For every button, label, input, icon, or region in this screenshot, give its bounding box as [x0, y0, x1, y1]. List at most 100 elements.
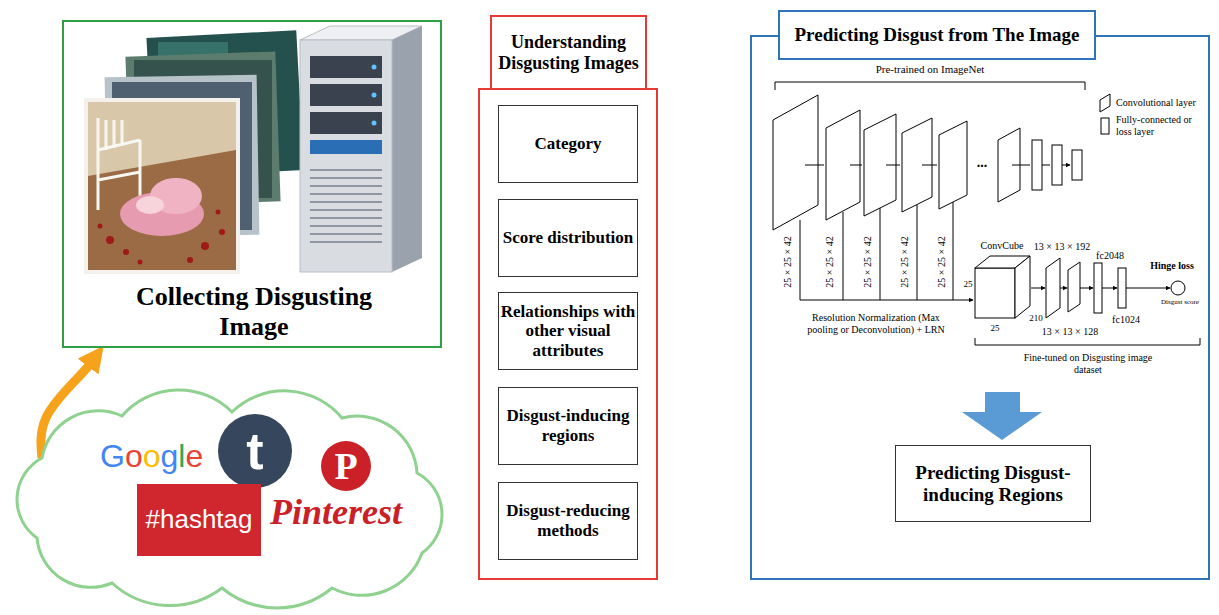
cube-arrow: [1031, 288, 1045, 289]
normalization-arrow: [953, 300, 973, 301]
logo-letter: g: [160, 438, 178, 474]
pinterest-logo-outline: [320, 440, 372, 492]
server-vents: [310, 170, 382, 242]
node-text: Disgust-reducing methods: [500, 501, 636, 540]
fc-layer: [1094, 263, 1102, 313]
dimension-label: 25: [964, 279, 973, 290]
legend-conv-icon: [1100, 94, 1110, 112]
output-label: Disgust score: [1161, 298, 1199, 306]
layer-arrows: [805, 165, 1070, 166]
photo-frame: [84, 98, 240, 274]
collect-panel: Collecting Disgusting Image: [62, 20, 442, 348]
dimension-label: 25 × 25 × 42: [899, 236, 911, 287]
photo-floor: [88, 102, 236, 270]
legend-entry: Convolutional layer: [1116, 97, 1196, 109]
score-node: [1171, 281, 1185, 295]
layer-arrow: [1126, 288, 1170, 289]
dimension-label: 13 × 13 × 128: [1042, 326, 1098, 338]
topic-box: Relationships with other visual attribut…: [498, 292, 638, 370]
source-cloud-outline: [12, 388, 442, 610]
logo-letter: e: [185, 438, 203, 474]
node-text: Category: [534, 134, 601, 154]
server-bay: [310, 84, 382, 106]
pinterest-logo: P: [320, 440, 372, 492]
node-text: P: [334, 447, 357, 485]
fc-layer: [1052, 145, 1062, 185]
node-text: Predicting Disgust-inducing Regions: [897, 462, 1089, 506]
cloud-outline: [17, 390, 442, 608]
bracket-label: Fine-tuned on Disgusting image dataset: [1013, 352, 1163, 376]
dimension-label: 210: [1029, 313, 1043, 324]
panel-heading: Predicting Disgust from The Image: [778, 10, 1096, 60]
conv-layer: [1068, 262, 1080, 312]
step-note: Resolution Normalization (Max pooling or…: [796, 312, 956, 336]
understanding-panel: Understanding Disgusting ImagesCategoryS…: [478, 88, 658, 580]
dimension-label: 25 × 25 × 42: [824, 236, 836, 287]
photo-spot: [138, 260, 143, 265]
node-text: Disgust-inducing regions: [500, 406, 636, 445]
server-bay: [310, 56, 382, 78]
logo-letter: l: [178, 438, 185, 474]
node-text: #hashtag: [146, 505, 253, 535]
prediction-panel: Predicting Disgust from The ImagePredict…: [750, 35, 1210, 580]
server-led: [372, 121, 377, 126]
photo-spot: [106, 236, 114, 244]
layer-arrow: [1102, 288, 1117, 289]
server-led: [372, 93, 377, 98]
server-led: [372, 65, 377, 70]
bracket-label: Pre-trained on ImageNet: [876, 63, 985, 76]
logo-letter: o: [143, 438, 161, 474]
photo-stack: [84, 30, 304, 274]
legend-fc-icon: [1101, 118, 1109, 134]
node-text: Relationships with other visual attribut…: [500, 302, 636, 361]
node-text: Pinterest: [270, 492, 402, 533]
cnn-diagram: [773, 82, 1200, 345]
photo-spot: [219, 229, 225, 235]
conv-layer: [939, 121, 967, 209]
ellipsis-mark: ...: [977, 155, 988, 172]
dimension-label: 25 × 25 × 42: [862, 236, 874, 287]
source-cloud: GooglePinterestt #hashtag P: [12, 388, 442, 610]
layer-label: fc2048: [1096, 250, 1124, 262]
conv-layer: [1046, 258, 1060, 318]
fc-layer: [1118, 268, 1126, 308]
panel-heading: Understanding Disgusting Images: [490, 15, 647, 90]
node-text: Score distribution: [503, 228, 634, 248]
photo-spot: [187, 257, 193, 263]
circle-outline: [218, 414, 292, 488]
node-text: Collecting Disgusting Image: [134, 282, 374, 342]
tumblr-logo: t: [217, 413, 293, 489]
topic-box: Category: [498, 105, 638, 183]
server-light: [310, 140, 382, 154]
layer-arrow: [1060, 288, 1067, 289]
server-bay: [310, 112, 382, 134]
photo-spot: [123, 249, 129, 255]
loss-label: Hinge loss: [1150, 260, 1194, 272]
topic-box: Disgust-reducing methods: [498, 482, 638, 560]
node-text: Google: [100, 438, 203, 475]
convcube-front: [975, 268, 1015, 318]
cube-label: ConvCube: [981, 240, 1024, 252]
node-text: t: [246, 425, 263, 477]
photo-blob: [136, 196, 164, 214]
logo-letter: o: [125, 438, 143, 474]
fc-layer: [1072, 150, 1082, 180]
finetune-bracket: [975, 338, 1200, 345]
conv-layer: [773, 95, 818, 230]
layer-label: fc1024: [1112, 314, 1140, 326]
server-icon: [300, 26, 422, 272]
server-side: [392, 26, 422, 272]
photo-spot: [98, 224, 103, 229]
dimension-label: 25 × 25 × 42: [936, 236, 948, 287]
output-box: Predicting Disgust-inducing Regions: [895, 445, 1091, 522]
photo-wall: [88, 102, 236, 176]
dimension-label: 25 × 25 × 42: [782, 236, 794, 287]
logo-letter: G: [100, 438, 125, 474]
photo-chair: [98, 118, 140, 210]
photo-spot: [201, 242, 209, 250]
